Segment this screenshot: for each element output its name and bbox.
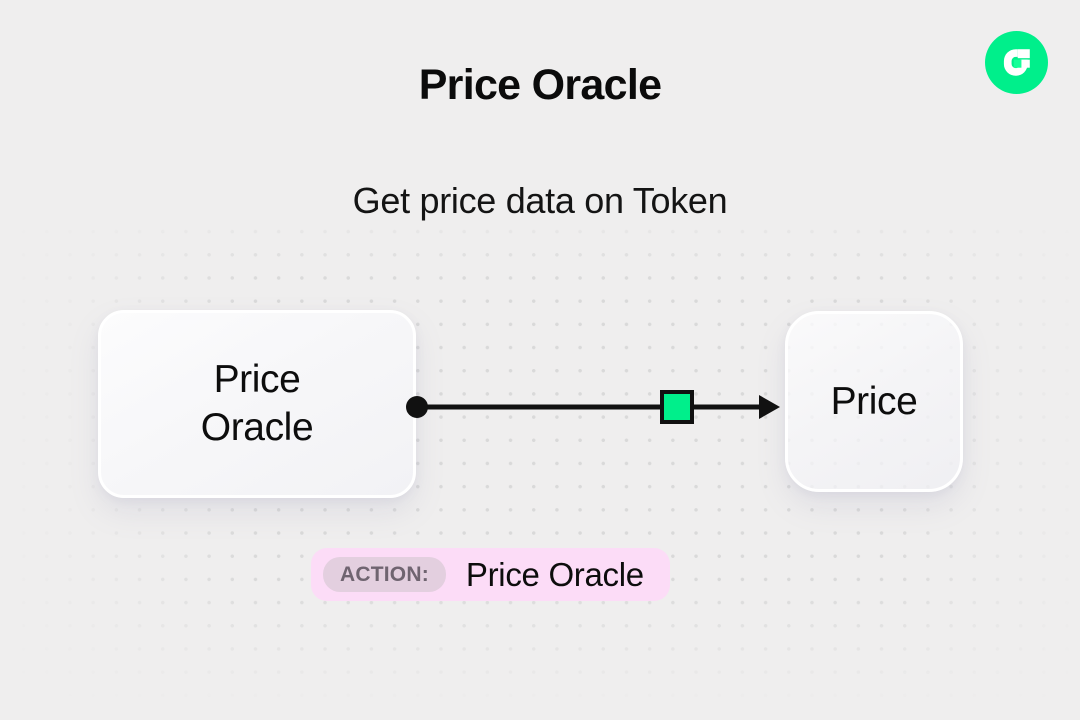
node-target-label: Price — [830, 379, 918, 423]
page-title: Price Oracle — [418, 61, 662, 109]
action-badge[interactable]: ACTION: Price Oracle — [311, 548, 670, 601]
green-square-marker[interactable] — [660, 390, 694, 424]
node-card-target[interactable]: Price — [785, 311, 963, 492]
flow-logo — [985, 31, 1048, 94]
node-card-source[interactable]: Price Oracle — [98, 310, 416, 498]
arrow-head-icon — [759, 395, 780, 419]
action-chip: ACTION: — [323, 557, 446, 592]
node-source-label: Price Oracle — [200, 358, 314, 449]
action-value: Price Oracle — [465, 555, 644, 593]
action-chip-label: ACTION: — [340, 562, 429, 586]
page-subtitle: Get price data on Token — [352, 180, 728, 221]
